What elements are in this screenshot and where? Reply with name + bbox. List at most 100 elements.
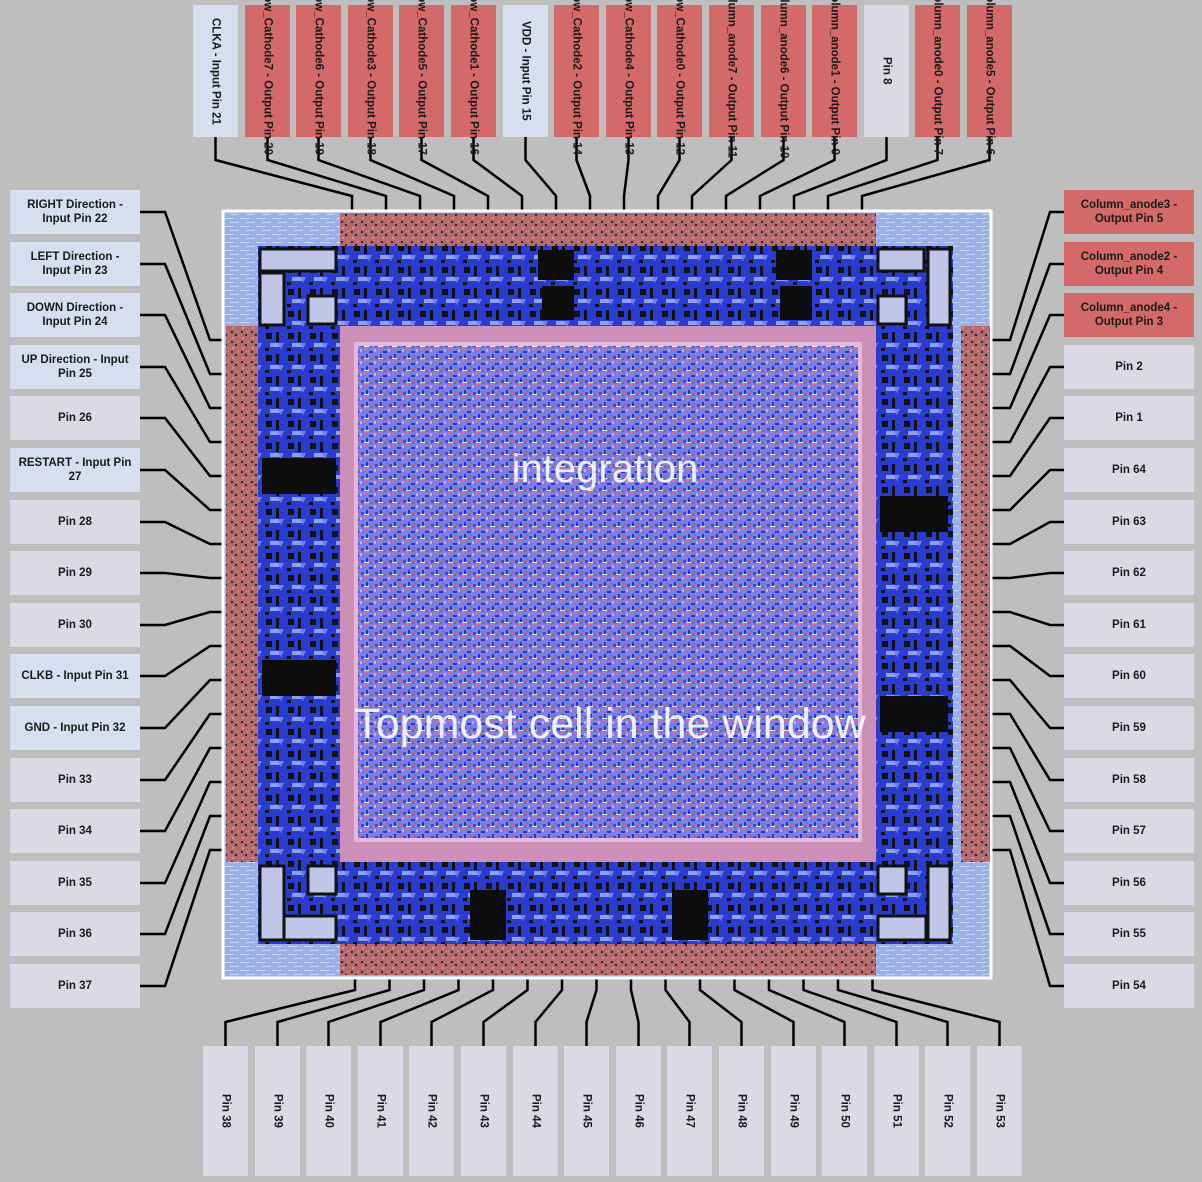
pin-label: Pin 47 bbox=[683, 1094, 696, 1128]
pin-label: Row_Cathode2 - Output Pin 14 bbox=[570, 0, 583, 156]
wire-bottom-13 bbox=[802, 975, 898, 1046]
wire-top-11 bbox=[724, 137, 785, 213]
wire-top-15 bbox=[860, 137, 991, 213]
pin-pin-62: Pin 62 bbox=[1064, 551, 1194, 595]
pin-label: CLKB - Input Pin 31 bbox=[21, 670, 129, 682]
pin-pin-57: Pin 57 bbox=[1064, 809, 1194, 853]
core-inner-frame bbox=[354, 342, 862, 842]
wire-left-5 bbox=[140, 468, 226, 512]
pin-pin-51: Pin 51 bbox=[874, 1046, 919, 1176]
pin-pin-8: Pin 8 bbox=[864, 5, 909, 137]
pin-pin-52: Pin 52 bbox=[925, 1046, 970, 1176]
wire-left-13 bbox=[140, 780, 226, 885]
wire-left-3 bbox=[140, 365, 226, 444]
pin-wires bbox=[140, 137, 1064, 1046]
pin-label: Row_Cathode0 - Output Pin 12 bbox=[673, 0, 686, 156]
pin-pin-53: Pin 53 bbox=[977, 1046, 1022, 1176]
pin-label: Pin 29 bbox=[58, 567, 92, 579]
pin-label: Pin 56 bbox=[1112, 877, 1146, 889]
pin-label: Pin 52 bbox=[941, 1094, 954, 1128]
wire-right-0 bbox=[990, 210, 1064, 342]
wire-top-1 bbox=[266, 137, 388, 213]
wire-right-13 bbox=[990, 780, 1064, 885]
pin-pin-35: Pin 35 bbox=[10, 861, 140, 905]
wire-right-4 bbox=[990, 416, 1064, 478]
pin-column-anode7-output-pin-11: Column_anode7 - Output Pin 11 bbox=[709, 0, 754, 158]
pin-pin-43: Pin 43 bbox=[461, 1046, 506, 1176]
wire-left-12 bbox=[140, 746, 226, 833]
pin-column-anode2-output-pin-4: Column_anode2 - Output Pin 4 bbox=[1064, 242, 1194, 286]
wire-bottom-7 bbox=[585, 975, 598, 1046]
pin-pin-50: Pin 50 bbox=[822, 1046, 867, 1176]
wire-left-2 bbox=[140, 313, 226, 410]
pin-pin-45: Pin 45 bbox=[564, 1046, 609, 1176]
pin-label: Pin 35 bbox=[58, 877, 92, 889]
wire-top-10 bbox=[690, 137, 733, 213]
pin-pin-40: Pin 40 bbox=[306, 1046, 351, 1176]
pin-label: Pin 2 bbox=[1115, 361, 1143, 373]
pin-label: Pin 41 bbox=[374, 1094, 387, 1128]
pin-pin-41: Pin 41 bbox=[358, 1046, 403, 1176]
pin-label: LEFT Direction - Input Pin 23 bbox=[30, 251, 120, 277]
pin-label: Pin 26 bbox=[58, 412, 92, 424]
pin-label: Pin 8 bbox=[880, 57, 893, 85]
wire-left-0 bbox=[140, 210, 226, 342]
wire-bottom-6 bbox=[534, 975, 564, 1046]
pin-pin-39: Pin 39 bbox=[255, 1046, 300, 1176]
pin-vdd-input-pin-15: VDD - Input Pin 15 bbox=[503, 5, 548, 137]
wire-top-12 bbox=[758, 137, 836, 213]
io-ring-left bbox=[258, 326, 340, 862]
pin-pin-1: Pin 1 bbox=[1064, 396, 1194, 440]
wire-left-7 bbox=[140, 571, 226, 580]
pin-label: Pin 46 bbox=[632, 1094, 645, 1128]
wire-left-6 bbox=[140, 520, 226, 546]
pin-label: Column_anode0 - Output Pin 7 bbox=[931, 0, 944, 156]
pin-pin-42: Pin 42 bbox=[409, 1046, 454, 1176]
pin-pin-47: Pin 47 bbox=[667, 1046, 712, 1176]
wire-bottom-0 bbox=[224, 975, 357, 1046]
pin-pin-49: Pin 49 bbox=[771, 1046, 816, 1176]
wire-left-11 bbox=[140, 712, 226, 782]
wire-right-5 bbox=[990, 468, 1064, 512]
wire-bottom-2 bbox=[327, 975, 426, 1046]
wire-right-3 bbox=[990, 365, 1064, 444]
pin-pin-64: Pin 64 bbox=[1064, 448, 1194, 492]
wire-right-14 bbox=[990, 814, 1064, 936]
pin-label: Pin 1 bbox=[1115, 412, 1143, 424]
pin-label: Pin 44 bbox=[529, 1094, 542, 1128]
pad-row-top bbox=[340, 213, 876, 246]
pin-label: Column_anode4 - Output Pin 3 bbox=[1080, 302, 1178, 328]
driver-blocks bbox=[262, 250, 948, 940]
pin-row-cathode0-output-pin-12: Row_Cathode0 - Output Pin 12 bbox=[657, 0, 702, 155]
pin-left-direction-input-pin-23: LEFT Direction - Input Pin 23 bbox=[10, 242, 140, 286]
pin-pin-54: Pin 54 bbox=[1064, 964, 1194, 1008]
pin-label: Pin 38 bbox=[219, 1094, 232, 1128]
pin-label: Pin 60 bbox=[1112, 670, 1146, 682]
pin-label: Pin 57 bbox=[1112, 825, 1146, 837]
wire-right-12 bbox=[990, 746, 1064, 833]
pin-label: Row_Cathode3 - Output Pin 18 bbox=[364, 0, 377, 156]
pin-column-anode0-output-pin-7: Column_anode0 - Output Pin 7 bbox=[915, 0, 960, 155]
pin-pin-58: Pin 58 bbox=[1064, 758, 1194, 802]
pin-label: Pin 54 bbox=[1112, 980, 1146, 992]
io-ring-top bbox=[258, 246, 953, 326]
pin-label: Pin 51 bbox=[890, 1094, 903, 1128]
pin-label: VDD - Input Pin 15 bbox=[519, 21, 532, 121]
pin-label: Pin 53 bbox=[993, 1094, 1006, 1128]
wire-left-1 bbox=[140, 262, 226, 376]
pad-row-right bbox=[961, 326, 990, 862]
corner-cell-top-left bbox=[258, 247, 338, 327]
pin-label: Pin 58 bbox=[1112, 774, 1146, 786]
pin-row-cathode6-output-pin-19: Row_Cathode6 - Output Pin 19 bbox=[296, 0, 341, 155]
pin-pin-59: Pin 59 bbox=[1064, 706, 1194, 750]
pin-label: Row_Cathode4 - Output Pin 13 bbox=[622, 0, 635, 156]
wire-top-14 bbox=[826, 137, 939, 213]
wire-bottom-9 bbox=[664, 975, 691, 1046]
pin-label: Row_Cathode6 - Output Pin 19 bbox=[312, 0, 325, 156]
pin-row-cathode5-output-pin-17: Row_Cathode5 - Output Pin 17 bbox=[399, 0, 444, 155]
pin-label: RESTART - Input Pin 27 bbox=[18, 457, 132, 483]
wire-bottom-14 bbox=[836, 975, 949, 1046]
wire-right-2 bbox=[990, 313, 1064, 410]
pin-column-anode5-output-pin-6: Column_anode5 - Output Pin 6 bbox=[967, 0, 1012, 155]
wire-right-1 bbox=[990, 262, 1064, 376]
